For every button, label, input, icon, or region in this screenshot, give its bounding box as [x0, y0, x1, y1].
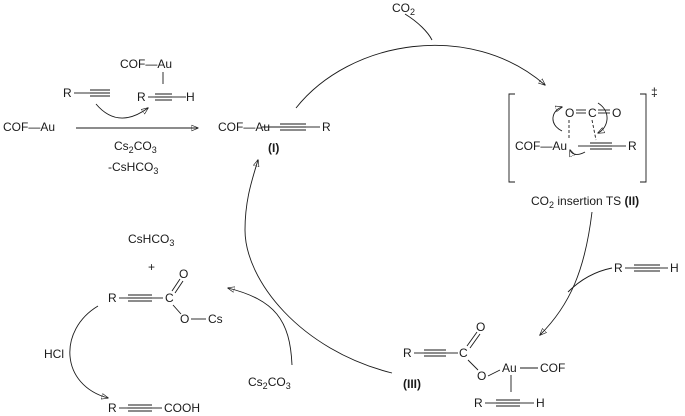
i-r: R: [322, 120, 331, 134]
ts-cof-au: COF—Au: [515, 139, 567, 153]
cshco3-product: CsHCO3: [128, 232, 174, 248]
transition-state-II: ‡ O C O COF—Au R: [508, 85, 658, 183]
hcl-arrow: [69, 305, 108, 398]
ester-o-link: O: [180, 312, 189, 326]
i-triple-bond: [262, 123, 320, 131]
ts-c: C: [588, 106, 597, 120]
ts-triple-bond: [578, 142, 626, 150]
cshco3-byproduct: -CsHCO3: [108, 160, 158, 176]
cs2co3-reagent: Cs2CO3: [114, 139, 157, 155]
propiolic-acid: R COOH: [108, 401, 200, 415]
species-I: COF—Au R (I): [218, 120, 331, 155]
alkyne-r-top: R: [63, 86, 72, 100]
ts-caption: CO2 insertion TS (II): [531, 194, 639, 210]
pi-complex-r: R: [137, 90, 146, 104]
ts-curved-arrow-right: [598, 102, 608, 133]
cs2co3-lower: Cs2CO3: [248, 375, 291, 391]
curved-arrow-alkyne: [95, 103, 148, 119]
cof-au-start: COF—Au: [3, 120, 55, 134]
label-I: (I): [268, 141, 279, 155]
ts-dashed-c-c: [591, 119, 597, 141]
activation-step: COF—Au R COF—Au R H Cs2CO3 -CsHCO3: [3, 57, 198, 176]
co2-entry-arrow: [404, 13, 433, 41]
hcl-label: HCl: [44, 347, 64, 361]
ts-o2: O: [612, 106, 621, 120]
alkyne-r: R: [614, 261, 623, 275]
pi-complex-h: H: [186, 90, 195, 104]
iii-r2: R: [474, 396, 483, 410]
arc-II-to-III: [540, 211, 593, 335]
ts-r: R: [628, 139, 637, 153]
alkyne-h: H: [670, 261, 679, 275]
arc-III-to-I: [244, 160, 393, 374]
acid-cooh: COOH: [164, 401, 200, 415]
cof-au-top: COF—Au: [120, 57, 172, 71]
ts-dagger: ‡: [651, 85, 658, 99]
ester-r: R: [108, 291, 117, 305]
pi-complex-triple: [148, 93, 186, 101]
ester-c: C: [165, 291, 174, 305]
species-III: R C O O Au COF R H (III): [403, 320, 565, 410]
iii-c: C: [459, 346, 468, 360]
iii-cof: COF: [540, 361, 565, 375]
iii-o-link: O: [477, 369, 486, 383]
iii-au: Au: [502, 361, 517, 375]
ts-o1: O: [565, 106, 574, 120]
acid-r: R: [108, 401, 117, 415]
i-cof-au: COF—Au: [218, 120, 270, 134]
co2-top-label: CO2: [392, 1, 415, 17]
label-III: (III): [403, 377, 421, 391]
ts-bracket-right: [640, 93, 647, 183]
cycle-arrows: [228, 13, 613, 374]
iii-h: H: [536, 396, 545, 410]
ester-o-top: O: [179, 267, 188, 281]
ts-bracket-left: [508, 93, 515, 183]
iii-o-top: O: [476, 320, 485, 334]
triple-bond-top: [74, 89, 110, 97]
arc-I-to-II: [295, 45, 545, 109]
product-release-arrow: [228, 288, 293, 366]
alkyne-entry-arrow: [567, 267, 613, 293]
ts-curved-arrow-bottom: [570, 150, 586, 154]
plus-sign: +: [148, 260, 155, 274]
ester-cs: Cs: [208, 312, 223, 326]
iii-r: R: [403, 346, 412, 360]
terminal-alkyne: R H: [614, 261, 679, 275]
ts-curved-arrow-left: [552, 107, 562, 132]
cesium-carboxylate: R C O O Cs: [108, 267, 223, 326]
